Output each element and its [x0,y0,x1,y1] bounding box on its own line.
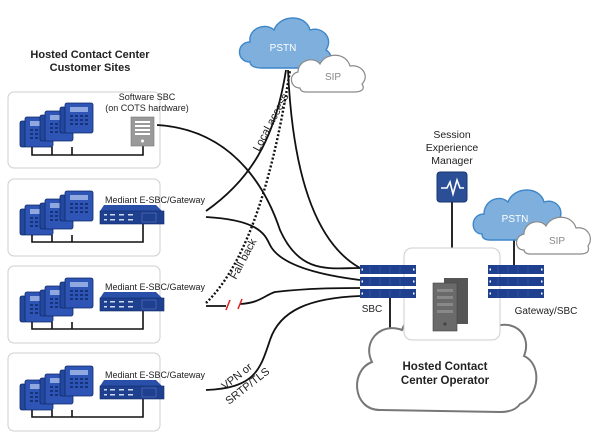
sem-label-3: Manager [431,155,473,167]
label-fall-back: Fall back [228,236,259,281]
sip-label-right: SIP [549,236,565,247]
site-1-device-label-2: (on COTS hardware) [105,103,189,113]
link-site1-sbc [156,124,361,270]
gateway-icon-site-4 [99,379,165,400]
link-fallback-dotted [205,69,292,304]
site-2-device-label: Mediant E-SBC/Gateway [105,195,206,205]
link-site4-sbc [205,295,361,391]
label-local-access: Local access [251,91,292,153]
server-stack-icon [432,278,468,332]
sip-label-top: SIP [325,72,341,83]
sem-label-1: Session [433,129,471,141]
operator-label-2: Center Operator [401,375,490,387]
sbc-label: SBC [362,304,383,315]
sbc-rack-icon [359,264,417,299]
pstn-label-right: PSTN [502,214,529,225]
gateway-sbc-label: Gateway/SBC [515,306,578,317]
operator-label-1: Hosted Contact [403,361,488,373]
title-line-2: Customer Sites [50,62,131,74]
site-1-device-label-1: Software SBC [119,92,176,102]
gateway-icon-site-3 [99,291,165,312]
pstn-cloud-top [238,17,332,69]
site-3-device-label: Mediant E-SBC/Gateway [105,282,206,292]
gateway-icon-site-2 [99,204,165,225]
gateway-sbc-rack-icon [487,264,545,299]
sem-label-2: Experience [426,142,479,154]
site-4-device-label: Mediant E-SBC/Gateway [105,370,206,380]
pstn-label-top: PSTN [270,43,297,54]
sip-cloud-right [515,216,591,255]
link-site3-sbc [239,287,361,305]
sip-cloud-top [290,54,366,93]
link-site2-sbc [205,216,361,281]
server-icon [130,116,155,147]
title-line-1: Hosted Contact Center [30,49,150,61]
pulse-monitor-icon [436,171,468,203]
link-break-mark-1 [225,299,231,311]
link-break-mark-2 [237,298,243,310]
link-site2-pstn [205,69,287,212]
link-pstn-sbc [287,69,361,269]
